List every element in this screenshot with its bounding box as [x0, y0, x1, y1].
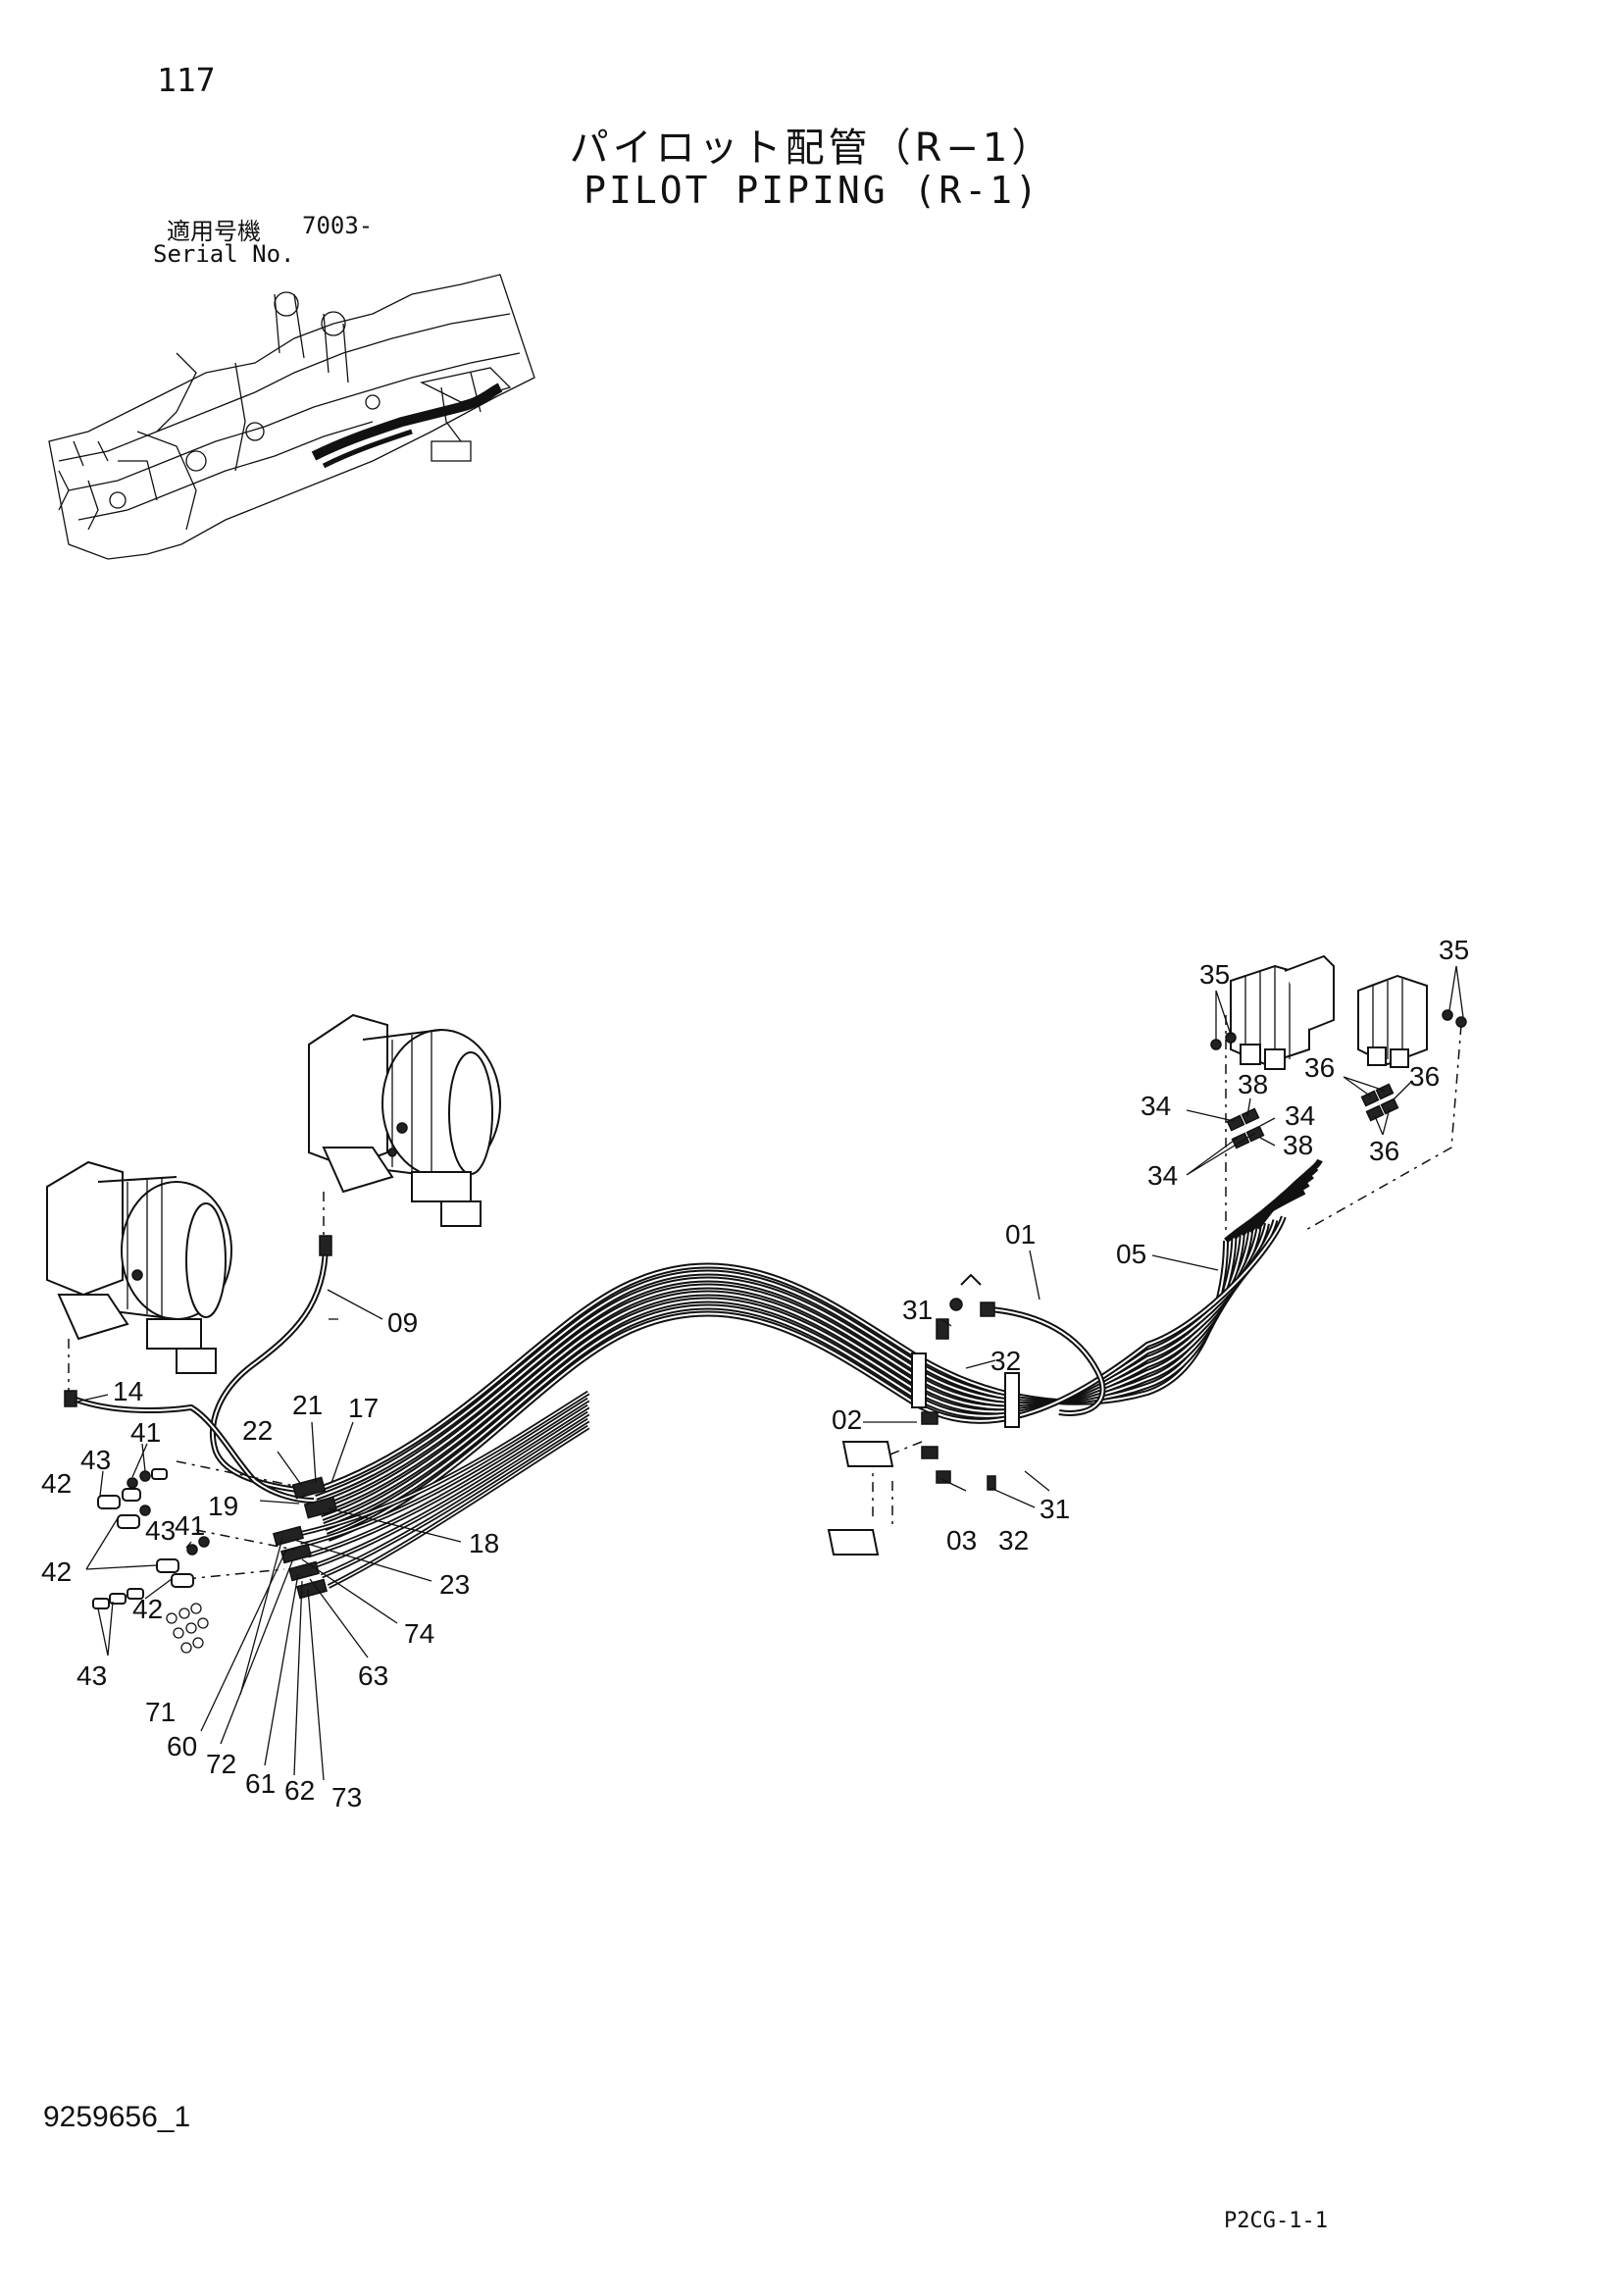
callout-02: 02 — [832, 1404, 862, 1435]
callout-23: 23 — [439, 1569, 470, 1600]
callout-17: 17 — [348, 1393, 379, 1423]
travel-motor-upper — [308, 1013, 501, 1241]
lower-bundle-core-6 — [328, 1426, 589, 1588]
fittings-41-42-43 — [92, 1468, 210, 1654]
leader-lines — [73, 965, 1464, 1781]
callout-32-a: 32 — [990, 1346, 1021, 1376]
callout-42-a: 42 — [41, 1468, 72, 1499]
fittings-36 — [1360, 1083, 1399, 1122]
callout-19: 19 — [208, 1491, 238, 1521]
page-title-japanese: パイロット配管（R−1） — [569, 126, 1055, 171]
callout-36-b: 36 — [1409, 1061, 1440, 1092]
lower-bundle-core-2 — [300, 1399, 589, 1547]
callout-73: 73 — [331, 1782, 362, 1812]
callout-31-b: 31 — [1040, 1494, 1070, 1524]
clamp-assembly-center — [827, 1273, 1020, 1556]
callout-22: 22 — [242, 1415, 273, 1446]
callout-43-c: 43 — [76, 1660, 107, 1691]
callout-62: 62 — [284, 1775, 315, 1806]
bundle-hose-core-3 — [317, 1233, 1243, 1505]
callout-31-a: 31 — [902, 1295, 933, 1325]
bundle-hose-core-6 — [324, 1223, 1268, 1526]
serial-label-japanese: 適用号機 — [167, 218, 261, 245]
page-code: P2CG-1-1 — [1224, 2209, 1328, 2233]
callout-63: 63 — [358, 1660, 388, 1691]
page-title-english: PILOT PIPING (R-1) — [584, 169, 1040, 212]
callout-34-a: 34 — [1141, 1091, 1171, 1121]
bundle-hose-core-5 — [322, 1226, 1260, 1519]
fittings-34-38 — [1226, 1107, 1265, 1149]
fitting-cluster-left — [92, 1460, 338, 1654]
lower-bundle-core-3 — [307, 1405, 589, 1556]
callout-01: 01 — [1005, 1219, 1036, 1250]
serial-number: 7003- — [302, 212, 374, 239]
bundle-hose-core-4 — [319, 1230, 1252, 1512]
callout-43-b: 43 — [145, 1515, 176, 1546]
callout-09: 09 — [387, 1307, 418, 1338]
main-hose-bundle — [293, 1158, 1323, 1589]
lower-bundle-core-4 — [314, 1412, 589, 1567]
control-valve-left — [1225, 954, 1335, 1231]
bundle-hose-core-2 — [315, 1237, 1236, 1499]
callout-labels: 01 02 03 05 09 14 17 18 19 21 22 23 31 3… — [41, 935, 1469, 1812]
callout-38-b: 38 — [1283, 1130, 1313, 1160]
valve-hose-5 — [1254, 1158, 1323, 1230]
hose-14 — [64, 1390, 315, 1504]
page-number: 117 — [157, 61, 216, 99]
callout-43-a: 43 — [80, 1445, 111, 1475]
control-valve-right — [1303, 974, 1462, 1232]
callout-41-a: 41 — [130, 1417, 161, 1448]
travel-motor-lower — [46, 1160, 232, 1393]
callout-61: 61 — [245, 1768, 276, 1799]
callout-36-a: 36 — [1304, 1052, 1335, 1083]
callout-41-b: 41 — [175, 1510, 205, 1541]
callout-35-a: 35 — [1199, 959, 1230, 990]
machine-overview-thumbnail — [48, 274, 535, 560]
callout-03: 03 — [946, 1525, 977, 1556]
lower-bundle-core-1 — [293, 1392, 589, 1536]
callout-21: 21 — [292, 1390, 323, 1420]
callout-05: 05 — [1116, 1239, 1146, 1269]
hose-01 — [980, 1301, 1106, 1416]
lower-bundle-core-5 — [321, 1419, 589, 1577]
callout-38-a: 38 — [1238, 1069, 1268, 1099]
callout-72: 72 — [206, 1749, 236, 1779]
callout-74: 74 — [404, 1618, 434, 1649]
callout-42-b: 42 — [41, 1556, 72, 1587]
serial-label-english: Serial No. — [153, 240, 295, 268]
callout-32-b: 32 — [998, 1525, 1029, 1556]
callout-36-c: 36 — [1369, 1136, 1399, 1166]
callout-18: 18 — [469, 1528, 499, 1558]
bundle-hose-core-8 — [328, 1216, 1285, 1540]
callout-71: 71 — [145, 1697, 176, 1727]
bundle-hose-core-1 — [313, 1240, 1227, 1492]
callout-42-c: 42 — [132, 1594, 163, 1624]
document-number: 9259656_1 — [43, 2101, 191, 2133]
bundle-hose-core-7 — [326, 1219, 1277, 1533]
callout-34-c: 34 — [1147, 1160, 1178, 1191]
callout-14: 14 — [113, 1376, 143, 1406]
hose-09 — [209, 1235, 332, 1494]
callout-35-b: 35 — [1439, 935, 1469, 965]
callout-34-b: 34 — [1285, 1100, 1315, 1131]
callout-60: 60 — [167, 1731, 197, 1761]
